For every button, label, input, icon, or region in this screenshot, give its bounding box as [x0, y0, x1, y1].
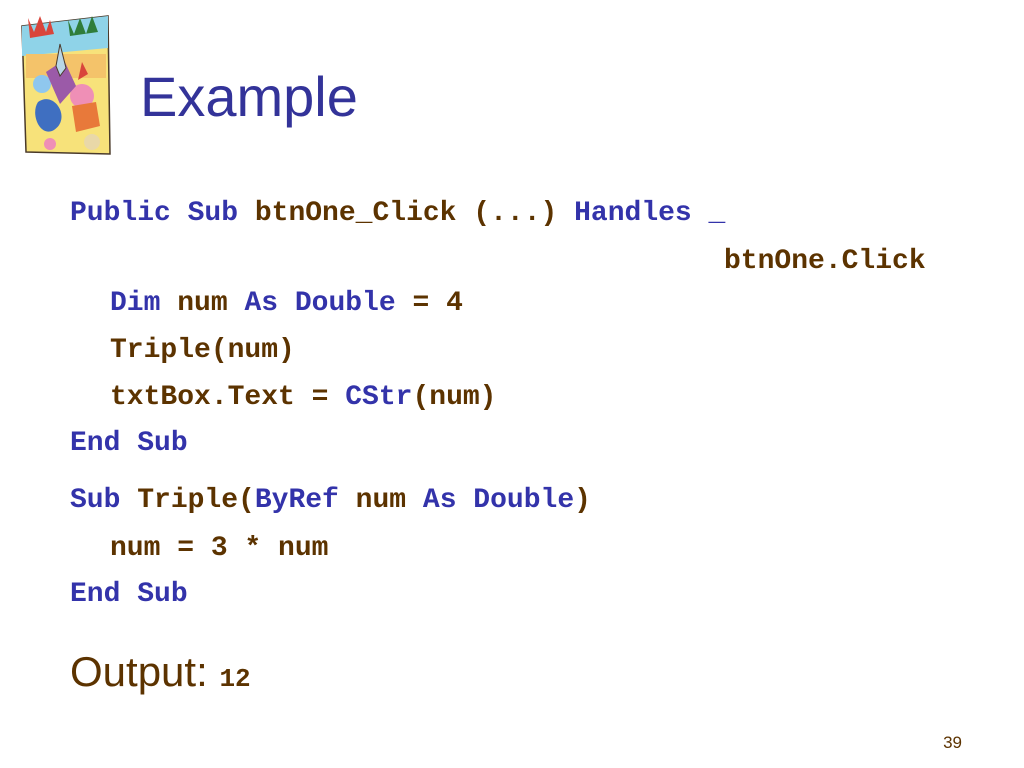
cstr-argument: (num): [412, 382, 497, 413]
keyword-dim: Dim: [110, 288, 178, 319]
parameter-name: num: [355, 485, 423, 516]
code-line-5: txtBox.Text = CStr(num): [110, 380, 496, 416]
code-line-8: num = 3 * num: [110, 531, 328, 567]
keyword-end-sub: End Sub: [70, 579, 188, 610]
method-signature: btnOne_Click (...): [254, 198, 575, 229]
textbox-assignment: txtBox.Text =: [110, 382, 346, 413]
keyword-byref: ByRef: [254, 485, 356, 516]
output-line: Output: 12: [70, 644, 251, 707]
decorative-collage-icon: [21, 15, 111, 155]
triple-signature: Triple(: [137, 485, 255, 516]
code-line-4: Triple(num): [110, 333, 295, 369]
closing-paren: ): [574, 485, 591, 516]
output-value: 12: [219, 664, 251, 694]
keyword-handles: Handles _: [574, 198, 726, 229]
keyword-as-double: As Double: [422, 485, 575, 516]
keyword-public-sub: Public Sub: [70, 198, 255, 229]
keyword-end-sub: End Sub: [70, 428, 188, 459]
keyword-cstr: CStr: [345, 382, 413, 413]
triple-assignment: num = 3 * num: [110, 533, 329, 564]
keyword-as-double: As Double: [244, 288, 413, 319]
triple-call: Triple(num): [110, 335, 295, 366]
page-number: 39: [943, 733, 962, 752]
event-name: btnOne.Click: [724, 246, 926, 277]
variable-name: num: [177, 288, 245, 319]
output-label: Output:: [70, 648, 208, 695]
keyword-sub: Sub: [70, 485, 138, 516]
code-line-2: btnOne.Click: [724, 244, 926, 280]
code-line-6: End Sub: [70, 426, 188, 462]
code-line-1: Public Sub btnOne_Click (...) Handles _: [70, 196, 725, 232]
slide-title: Example: [140, 65, 358, 128]
code-line-3: Dim num As Double = 4: [110, 286, 463, 322]
assignment-value: = 4: [412, 288, 463, 319]
code-line-7: Sub Triple(ByRef num As Double): [70, 483, 591, 519]
code-line-9: End Sub: [70, 577, 188, 613]
